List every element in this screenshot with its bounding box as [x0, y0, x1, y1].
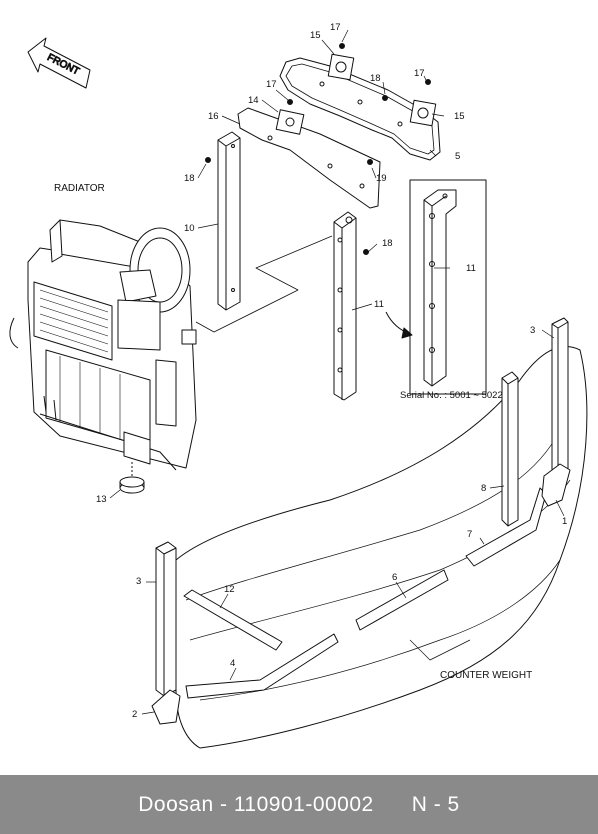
part-11-vertical-channel	[333, 211, 357, 401]
callout-16: 16	[208, 111, 219, 122]
part-16-bracket-plate	[237, 107, 381, 209]
footer-part-number: 110901-00002	[233, 792, 374, 816]
part-6-horizontal-bar	[355, 569, 449, 631]
part-12-diagonal-bar	[183, 589, 283, 651]
part-1-corner-block	[541, 463, 571, 507]
part-3-right-vertical-bar	[551, 317, 569, 477]
callout-12: 12	[224, 584, 235, 595]
callout-3-right: 3	[530, 325, 535, 336]
callout-18-left: 18	[184, 173, 195, 184]
footer-page: N - 5	[411, 792, 460, 816]
part-2-corner-block	[151, 689, 181, 725]
callout-1: 1	[562, 516, 567, 527]
callout-17-left: 17	[266, 79, 277, 90]
callout-11-inset: 11	[466, 263, 476, 274]
serial-variant-inset	[385, 179, 487, 395]
callout-2: 2	[132, 709, 137, 720]
callout-4: 4	[230, 658, 235, 669]
part-5-top-cover-plate	[279, 53, 441, 161]
callout-18-top: 18	[370, 73, 381, 84]
callout-15-right: 15	[454, 111, 465, 122]
footer-gap	[374, 793, 412, 817]
callout-18-mid: 18	[382, 238, 393, 249]
radiator-caption: RADIATOR	[54, 183, 105, 194]
part-10-vertical-bar	[217, 131, 241, 311]
part-4-bent-bar	[185, 633, 339, 699]
callout-17-right: 17	[414, 68, 425, 79]
callout-numbers: 17 15 18 17 15 5 17 14 16 18 19 18 10 11…	[96, 22, 567, 720]
bolt-fasteners	[205, 43, 431, 255]
callout-11-center: 11	[374, 299, 384, 310]
serial-number-note: Serial No. : 5001 ~ 5022	[400, 390, 503, 401]
part-3-left-vertical-bar	[155, 541, 177, 697]
callout-7: 7	[467, 529, 472, 540]
radiator-assembly	[9, 219, 197, 471]
callout-5: 5	[455, 151, 460, 162]
exploded-parts-diagram: FRONT	[9, 22, 588, 749]
part-8-vertical-bar	[501, 371, 519, 527]
leader-lines	[195, 235, 333, 333]
callout-8: 8	[481, 483, 486, 494]
footer-separator: -	[213, 792, 234, 816]
callout-10: 10	[184, 223, 195, 234]
counter-weight-body	[175, 346, 588, 749]
part-13-radiator-cap	[119, 462, 145, 494]
counter-weight-caption: COUNTER WEIGHT	[440, 670, 532, 681]
callout-14: 14	[248, 95, 259, 106]
callout-6: 6	[392, 572, 397, 583]
callout-3-left: 3	[136, 576, 141, 587]
front-direction-arrow-icon	[27, 37, 91, 89]
callout-15-top: 15	[310, 30, 321, 41]
callout-13: 13	[96, 494, 107, 505]
callout-17-top: 17	[330, 22, 341, 33]
footer-bar: Doosan - 110901-00002 N - 5	[0, 775, 598, 834]
callout-leaders	[109, 29, 565, 715]
callout-19: 19	[376, 173, 387, 184]
footer-brand: Doosan	[138, 792, 214, 816]
